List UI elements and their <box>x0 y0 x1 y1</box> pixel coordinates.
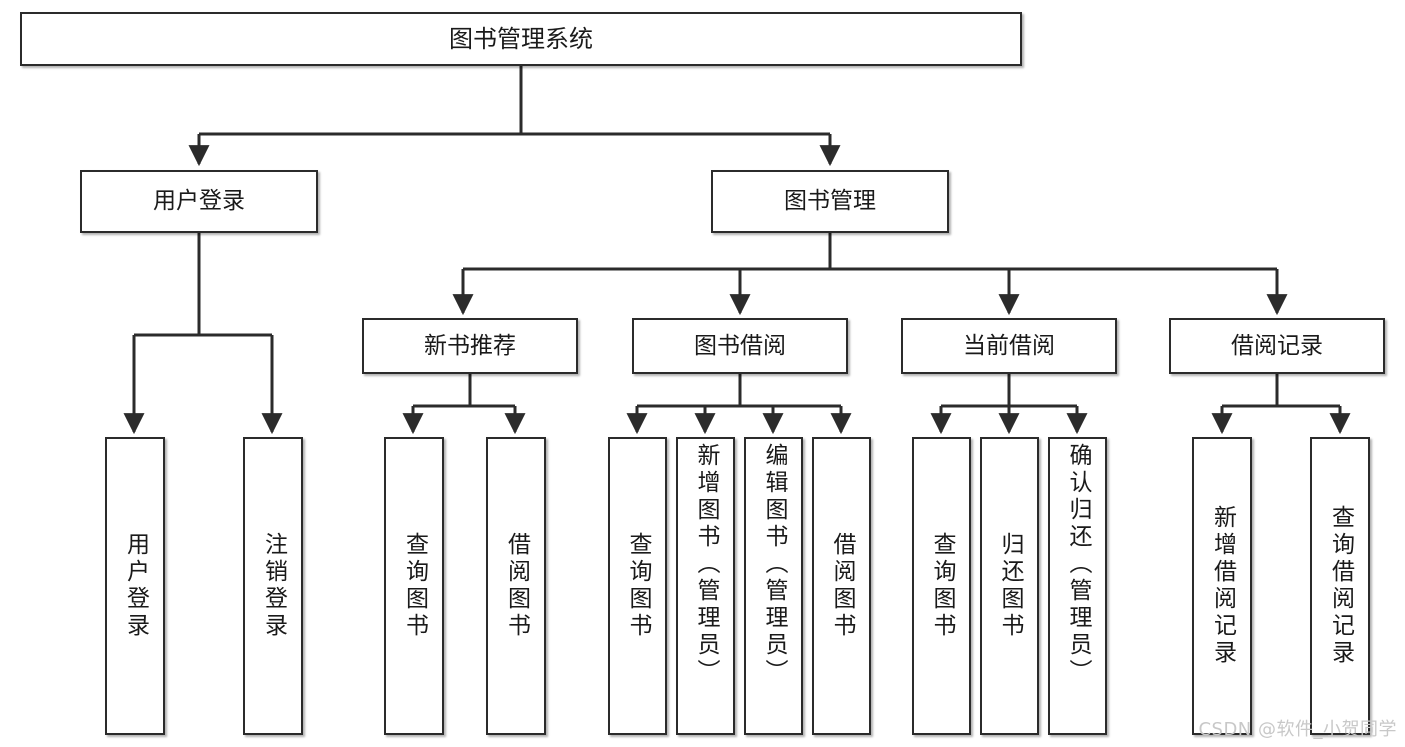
node-label: 查询借阅记录 <box>1327 505 1354 667</box>
leaf-query-book-recommend[interactable]: 查询图书 <box>384 437 444 735</box>
node-label: 注销登录 <box>260 532 287 640</box>
node-label: 确认归还（管理员） <box>1065 443 1091 686</box>
leaf-user-login[interactable]: 用户登录 <box>105 437 165 735</box>
node-label: 新书推荐 <box>424 332 516 359</box>
leaf-add-book-admin[interactable]: 新增图书（管理员） <box>676 437 735 735</box>
watermark-text: CSDN @软件_小贺同学 <box>1198 719 1397 740</box>
node-user-login[interactable]: 用户登录 <box>80 170 318 233</box>
leaf-user-logout[interactable]: 注销登录 <box>243 437 303 735</box>
leaf-edit-book-admin[interactable]: 编辑图书（管理员） <box>744 437 803 735</box>
node-label: 借阅图书 <box>503 532 530 640</box>
leaf-query-book-current[interactable]: 查询图书 <box>912 437 971 735</box>
leaf-confirm-return-admin[interactable]: 确认归还（管理员） <box>1048 437 1107 735</box>
node-label: 用户登录 <box>153 188 245 214</box>
leaf-query-borrow-record[interactable]: 查询借阅记录 <box>1310 437 1370 735</box>
node-label: 图书借阅 <box>694 332 786 359</box>
node-label: 编辑图书（管理员） <box>761 443 787 686</box>
leaf-query-book-borrow[interactable]: 查询图书 <box>608 437 667 735</box>
node-label: 新增图书（管理员） <box>693 443 719 686</box>
node-label: 查询图书 <box>929 532 955 640</box>
node-label: 查询图书 <box>401 532 428 640</box>
node-label: 借阅记录 <box>1231 332 1323 359</box>
node-label: 图书管理 <box>784 188 876 214</box>
node-book-management[interactable]: 图书管理 <box>711 170 949 233</box>
node-new-book-recommend[interactable]: 新书推荐 <box>362 318 578 374</box>
leaf-add-borrow-record[interactable]: 新增借阅记录 <box>1192 437 1252 735</box>
leaf-borrow-book[interactable]: 借阅图书 <box>812 437 871 735</box>
node-label: 图书管理系统 <box>449 25 593 53</box>
node-label: 新增借阅记录 <box>1209 505 1236 667</box>
node-label: 当前借阅 <box>963 332 1055 359</box>
node-label: 归还图书 <box>997 532 1023 640</box>
leaf-return-book[interactable]: 归还图书 <box>980 437 1039 735</box>
node-borrow-record[interactable]: 借阅记录 <box>1169 318 1385 374</box>
node-label: 借阅图书 <box>829 532 855 640</box>
node-label: 查询图书 <box>625 532 651 640</box>
node-root-system[interactable]: 图书管理系统 <box>20 12 1022 66</box>
node-current-borrow[interactable]: 当前借阅 <box>901 318 1117 374</box>
leaf-borrow-book-recommend[interactable]: 借阅图书 <box>486 437 546 735</box>
node-label: 用户登录 <box>122 532 149 640</box>
node-book-borrow[interactable]: 图书借阅 <box>632 318 848 374</box>
